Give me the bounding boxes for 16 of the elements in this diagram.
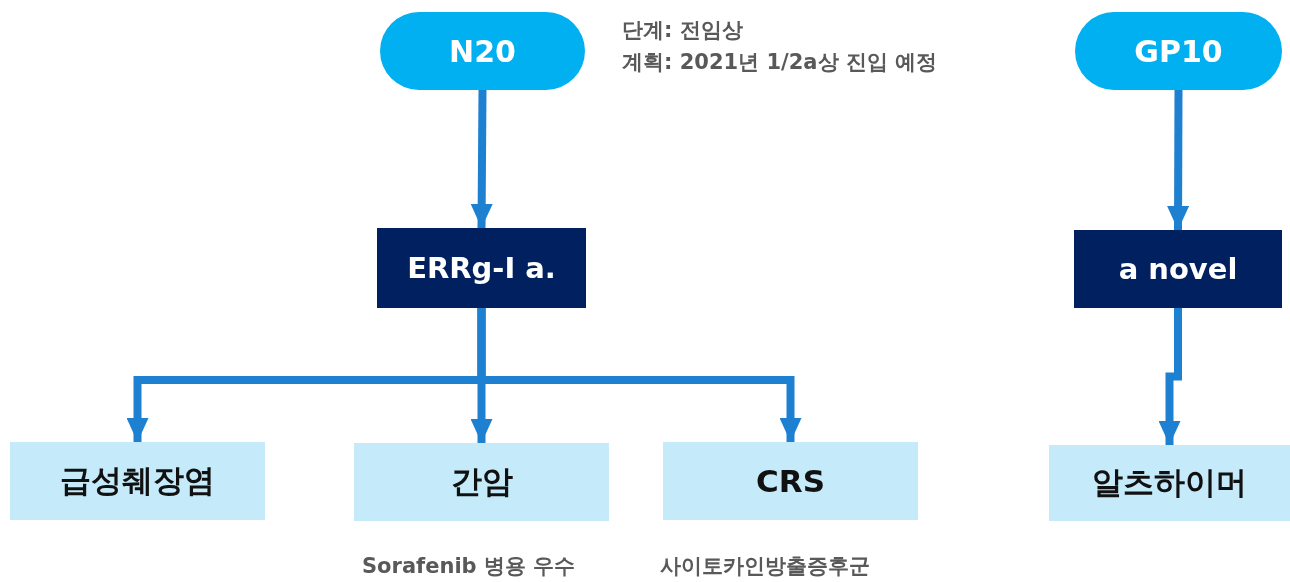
- indication-box: 급성췌장염: [10, 442, 265, 520]
- arrow: [477, 308, 802, 442]
- arrow: [1167, 90, 1190, 230]
- note-text: Sorafenib 병용 우수: [362, 553, 576, 580]
- note-text: 사이토카인방출증후군: [660, 553, 870, 580]
- indication-box: 알츠하이머: [1049, 445, 1290, 521]
- arrow: [470, 89, 493, 229]
- pipeline-pill: GP10: [1075, 12, 1282, 90]
- target-box: a novel: [1074, 230, 1282, 308]
- target-box: ERRg-I a.: [377, 228, 586, 308]
- pipeline-pill: N20: [380, 12, 585, 90]
- note-text: 단계: 전임상: [622, 17, 743, 44]
- arrow: [1158, 308, 1182, 445]
- note-text: 계획: 2021년 1/2a상 진입 예정: [622, 49, 938, 76]
- indication-box: 간암: [354, 443, 609, 521]
- indication-box: CRS: [663, 442, 918, 520]
